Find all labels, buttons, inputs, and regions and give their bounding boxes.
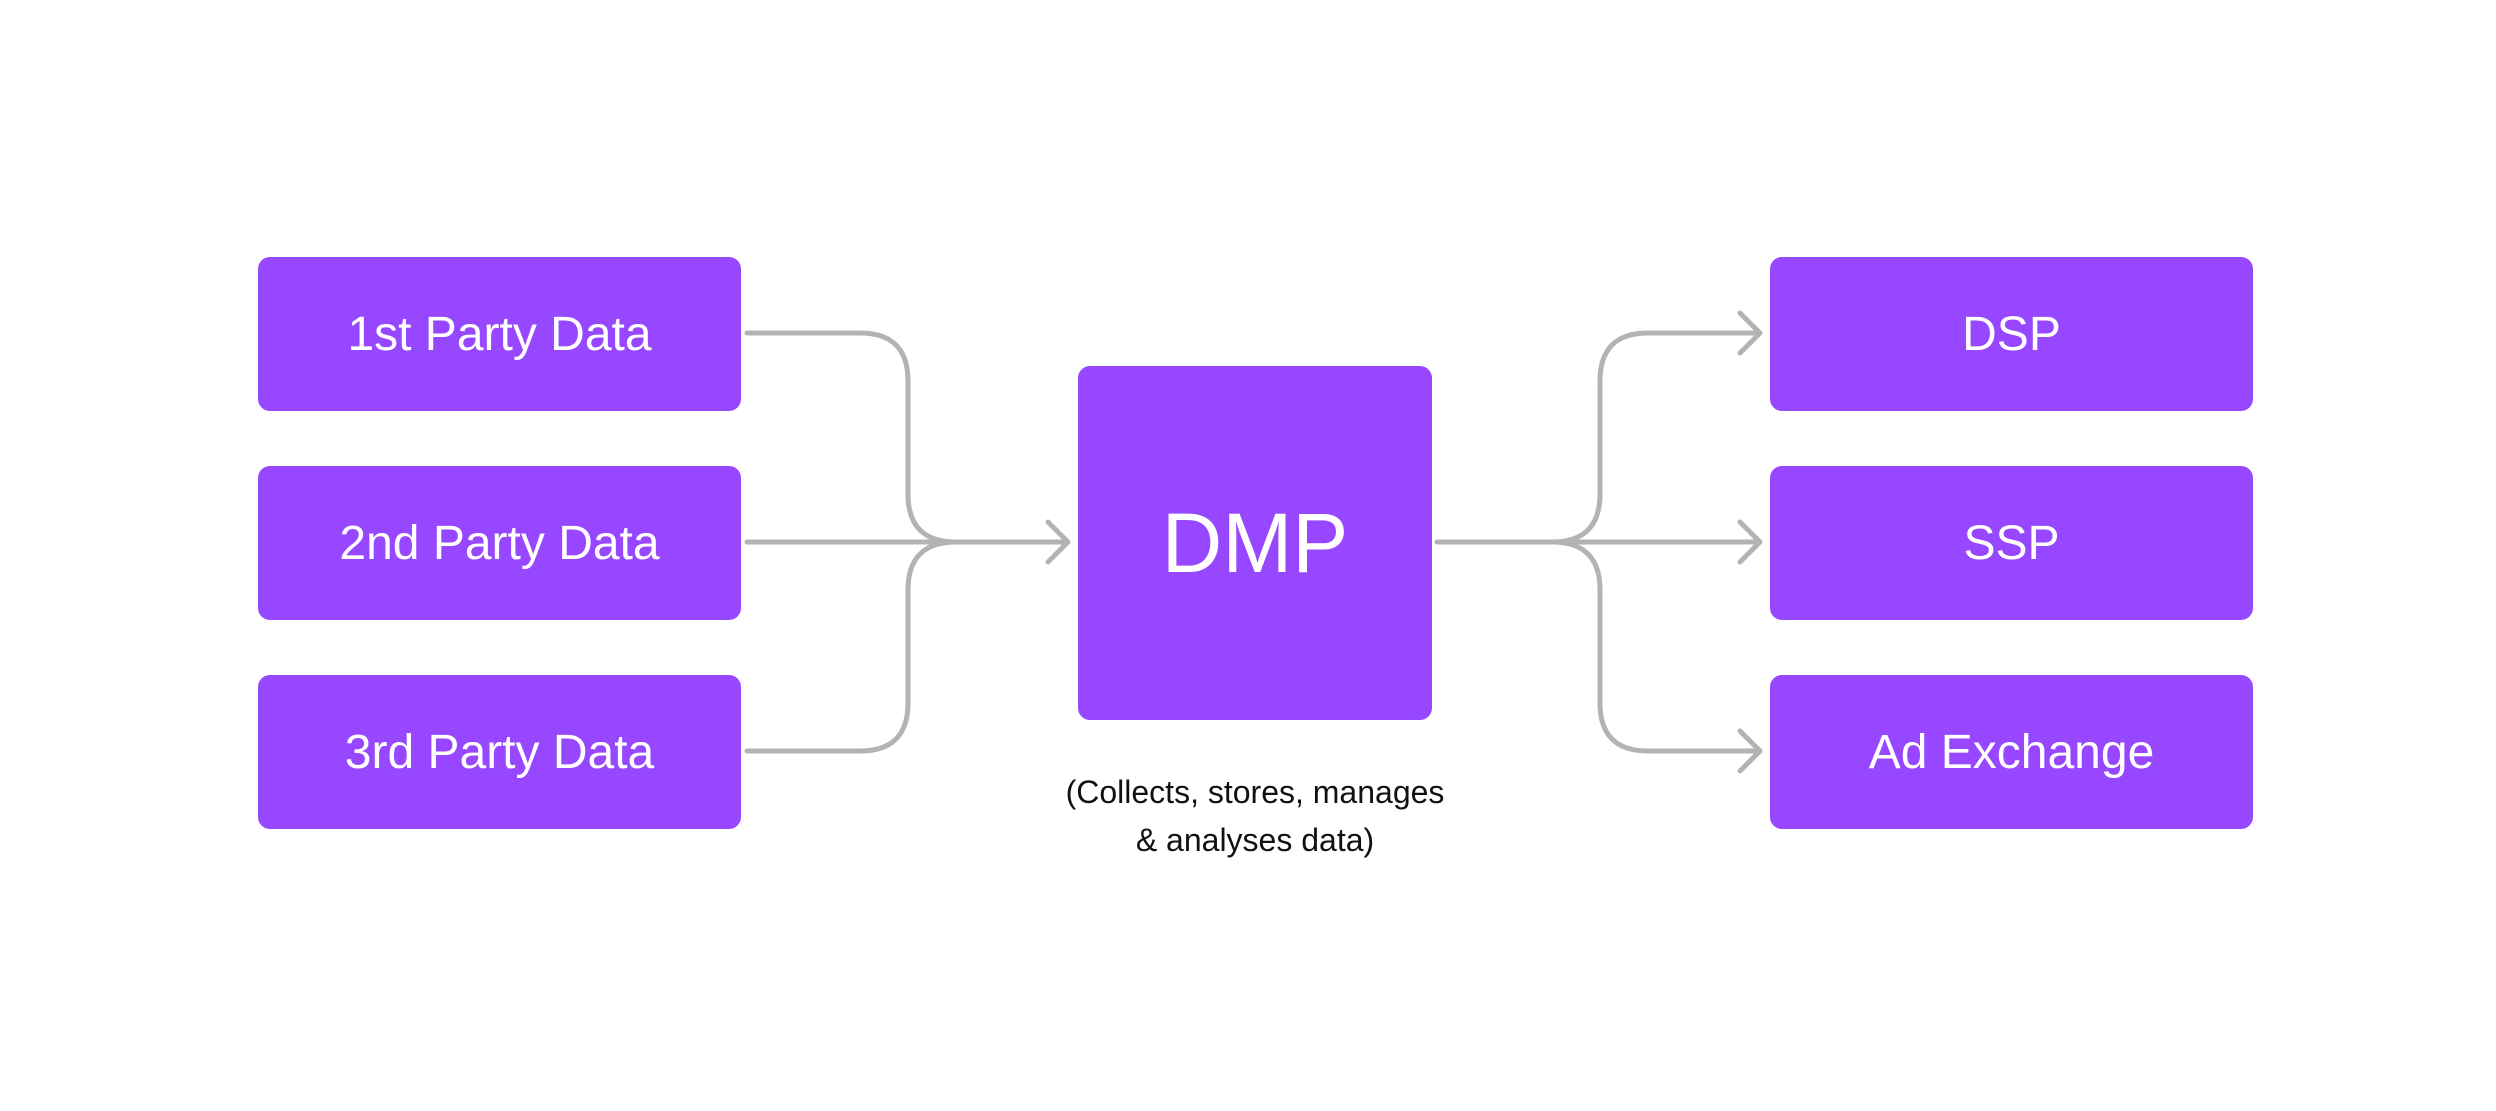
arrowhead-adexchange-in: [1737, 728, 1763, 774]
node-dsp: DSP: [1770, 257, 2253, 411]
node-dmp: DMP: [1078, 366, 1432, 720]
connector-src3-to-dmp: [744, 539, 959, 754]
dmp-caption-line-1: (Collects, stores, manages: [1065, 774, 1445, 810]
arrowhead-dsp-in: [1737, 310, 1763, 356]
dmp-caption-line-2: & analyses data): [1135, 822, 1375, 858]
node-2nd-party-data: 2nd Party Data: [258, 466, 741, 620]
node-ad-exchange: Ad Exchange: [1770, 675, 2253, 829]
arrowhead-ssp-in: [1737, 519, 1763, 565]
dmp-caption: (Collects, stores, manages & analyses da…: [1005, 768, 1505, 864]
connector-dmp-to-dsp: [1549, 330, 1761, 545]
connector-src1-to-dmp: [744, 330, 959, 545]
connector-dmp-to-adexchange: [1549, 539, 1761, 754]
node-3rd-party-data: 3rd Party Data: [258, 675, 741, 829]
node-ssp: SSP: [1770, 466, 2253, 620]
node-1st-party-data: 1st Party Data: [258, 257, 741, 411]
arrowhead-dmp-in: [1045, 519, 1071, 565]
